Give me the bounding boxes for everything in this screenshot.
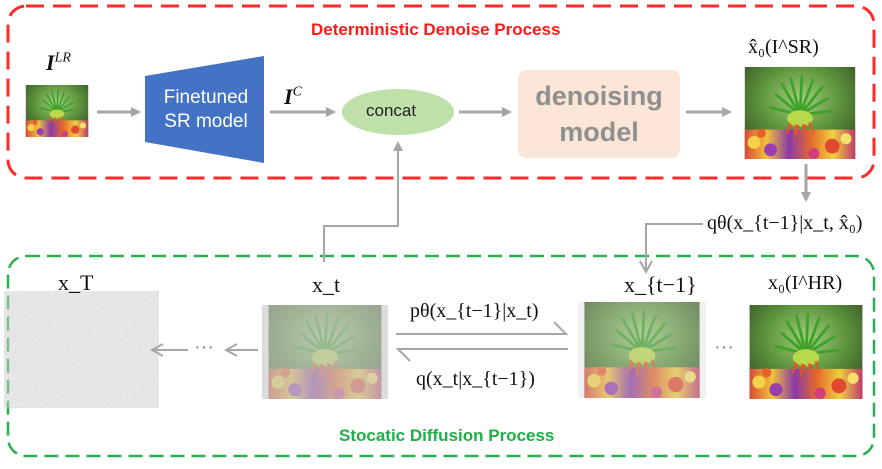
q-theta-label: qθ(x_{t−1}|x_t, x̂₀) [707, 212, 863, 234]
xT-label: x_T [58, 270, 94, 295]
q-forward-label: q(x_t|x_{t−1}) [416, 368, 535, 390]
x0-hr-label: x₀(I^HR) [768, 272, 843, 294]
lr-label: ILR [46, 50, 71, 75]
sr-model-label: Finetuned SR model [163, 87, 249, 132]
arrow-forward-process [395, 348, 568, 362]
concat-block [342, 89, 454, 135]
xt-label: x_t [312, 272, 341, 297]
arrow-reverse-process [396, 321, 569, 335]
ic-label: IC [284, 84, 302, 109]
noise-image-xT [17, 301, 146, 398]
xtm1-label: x_{t−1} [624, 272, 697, 297]
xtm1-image-noise-overlay [578, 302, 706, 398]
deterministic-panel [6, 4, 876, 180]
x0-hr-image [748, 305, 864, 399]
p-theta-label: pθ(x_{t−1}|x_t) [410, 300, 539, 322]
diffusion-title: Stocatic Diffusion Process [339, 426, 555, 445]
arrow-q-to-xtm1 [646, 223, 703, 272]
lr-image [24, 85, 90, 137]
ellipsis-right: ··· [714, 336, 734, 358]
xt-image-noise-overlay [262, 305, 388, 399]
denoising-model-block [518, 70, 680, 158]
ellipsis-left: ··· [194, 336, 214, 358]
sr-output-image [743, 67, 857, 159]
sr-model-block [145, 56, 264, 163]
denoising-model-label: denoising model [535, 81, 663, 147]
arrow-xt-to-concat [323, 141, 403, 262]
x0-hat-sr-label: x̂₀(I^SR) [748, 36, 819, 58]
deterministic-title: Deterministic Denoise Process [311, 20, 561, 39]
concat-label: concat [366, 101, 417, 120]
